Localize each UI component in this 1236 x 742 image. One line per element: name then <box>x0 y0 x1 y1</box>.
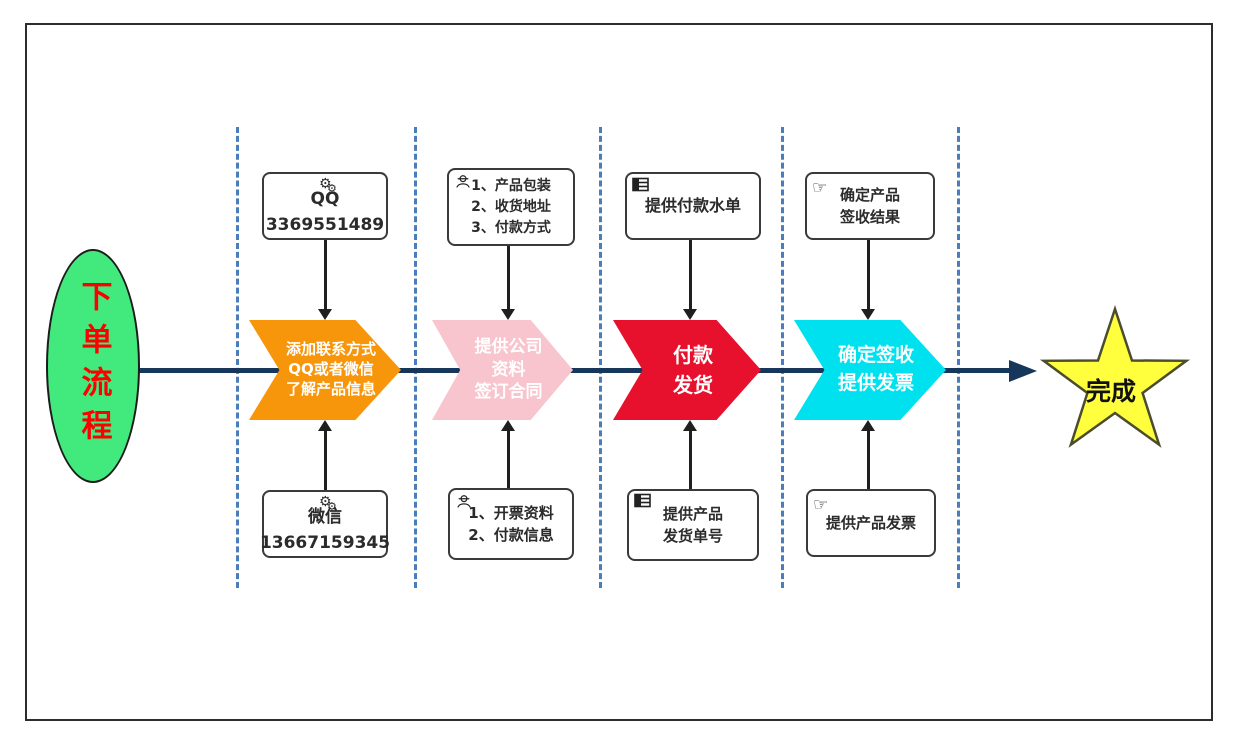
start-node: 下单流程 <box>46 249 140 483</box>
connector-line <box>689 430 692 489</box>
step-label-line: 了解产品信息 <box>285 379 376 398</box>
note-line: 2、付款信息 <box>468 526 554 544</box>
flow-arrowhead-icon <box>1009 360 1037 382</box>
phase-divider-5 <box>957 127 960 588</box>
note-box-shipping-number: 提供产品 发货单号 <box>627 489 759 561</box>
note-line: 1、产品包装 <box>471 177 551 194</box>
note-box-receipt-result: ☞ 确定产品 签收结果 <box>805 172 935 240</box>
step-label-line: 提供公司 <box>474 337 543 358</box>
star-icon <box>1039 305 1191 448</box>
step-label-line: 添加联系方式 <box>285 340 376 359</box>
note-line: QQ <box>310 189 340 209</box>
note-line: 微信 <box>308 507 342 527</box>
arrow-down-icon <box>501 309 515 320</box>
phase-divider-3 <box>599 127 602 588</box>
step-label-line: 付款 <box>673 343 713 367</box>
note-line: 提供产品 <box>662 504 723 523</box>
note-line: 提供付款水单 <box>644 196 741 215</box>
note-line: 提供产品发票 <box>825 513 916 532</box>
finish-node: 完成 <box>1025 296 1205 472</box>
connector-line <box>507 430 510 488</box>
note-box-qq: ⚙⚙ QQ 3369551489 <box>262 172 388 240</box>
note-line: 2、收货地址 <box>471 198 551 215</box>
arrow-up-icon <box>861 420 875 431</box>
phase-divider-1 <box>236 127 239 588</box>
arrow-up-icon <box>683 420 697 431</box>
note-line: 1、开票资料 <box>468 503 554 522</box>
step-label-line: 提供发票 <box>837 372 914 394</box>
arrow-up-icon <box>318 420 332 431</box>
connector-line <box>867 240 870 310</box>
connector-line <box>324 240 327 310</box>
worker-icon <box>455 492 473 517</box>
gears-icon: ⚙⚙ <box>319 176 337 195</box>
connector-line <box>867 430 870 489</box>
arrow-down-icon <box>318 309 332 320</box>
connector-line <box>689 240 692 310</box>
worker-icon <box>454 172 472 197</box>
arrow-down-icon <box>861 309 875 320</box>
diagram-border <box>25 23 1213 721</box>
note-box-wechat: ⚙⚙ 微信 13667159345 <box>259 490 391 558</box>
connector-line <box>507 246 510 310</box>
note-line: 3、付款方式 <box>471 219 551 236</box>
arrow-up-icon <box>501 420 515 431</box>
note-line: 发货单号 <box>662 527 723 545</box>
phase-divider-4 <box>781 127 784 588</box>
note-box-payment-slip: 提供付款水单 <box>625 172 761 240</box>
pointing-hand-icon: ☞ <box>812 178 828 198</box>
phase-divider-2 <box>414 127 417 588</box>
start-node-label: 下单流程 <box>75 280 112 452</box>
note-line: 13667159345 <box>259 532 391 553</box>
note-line: 签收结果 <box>839 208 900 226</box>
table-icon <box>634 493 654 516</box>
gears-icon: ⚙⚙ <box>319 494 337 513</box>
connector-line <box>324 430 327 490</box>
arrow-down-icon <box>683 309 697 320</box>
step-label-line: 确定签收 <box>837 344 914 367</box>
note-box-product-invoice: ☞ 提供产品发票 <box>806 489 936 557</box>
step-label-line: 签订合同 <box>474 382 543 403</box>
step-label-line: 资料 <box>491 359 526 380</box>
step-label-line: QQ或者微信 <box>288 360 374 379</box>
table-icon <box>632 176 652 200</box>
note-box-order-info: 1、产品包装 2、收货地址 3、付款方式 <box>447 168 575 246</box>
note-line: 3369551489 <box>265 214 385 235</box>
note-line: 确定产品 <box>839 185 900 204</box>
step-label-line: 发货 <box>673 373 713 397</box>
finish-node-label: 完成 <box>1085 377 1136 406</box>
pointing-hand-icon: ☞ <box>813 495 829 515</box>
star-shape <box>1039 305 1191 448</box>
note-box-invoice-info: 1、开票资料 2、付款信息 <box>448 488 574 560</box>
